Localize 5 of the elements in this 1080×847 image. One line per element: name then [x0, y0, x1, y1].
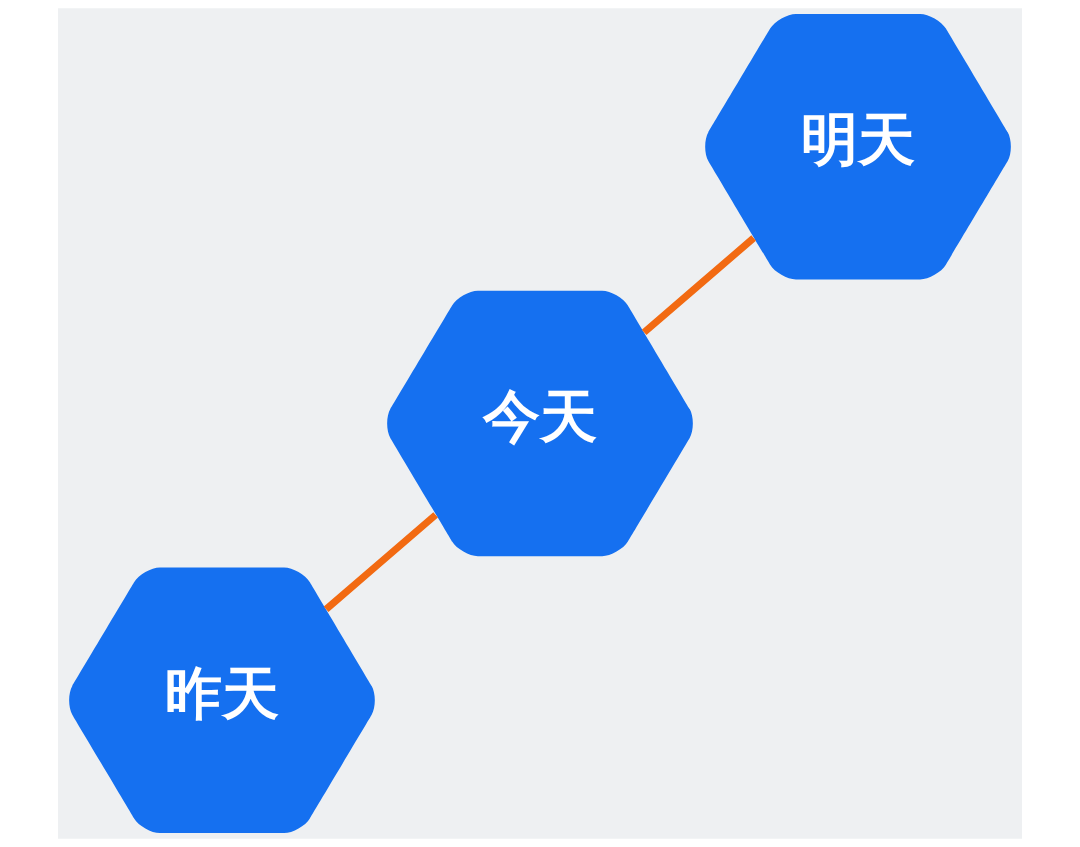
connector — [323, 512, 438, 612]
node-ellipse: 今天 — [387, 290, 693, 557]
node-ellipse: 昨天 — [69, 567, 375, 834]
node-ellipse: 明天 — [705, 13, 1011, 280]
connector — [641, 235, 756, 336]
